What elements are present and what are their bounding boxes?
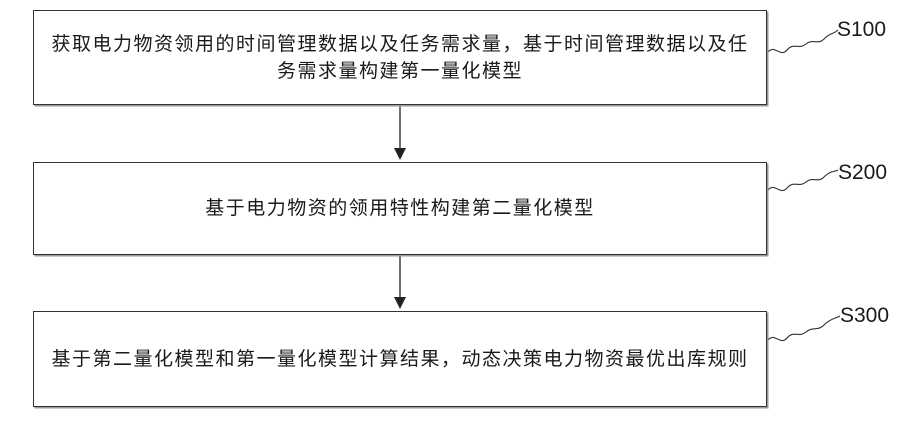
leader-line-s300	[768, 316, 840, 341]
step-text-s300: 基于第二量化模型和第一量化模型计算结果，动态决策电力物资最优出库规则	[41, 346, 758, 373]
step-label-s300: S300	[840, 304, 889, 328]
step-label-s100: S100	[837, 18, 886, 42]
step-text-s100: 获取电力物资领用的时间管理数据以及任务需求量，基于时间管理数据以及任务需求量构建…	[34, 31, 766, 85]
arrow-s100-to-s200	[394, 106, 406, 160]
leader-line-s100	[768, 30, 838, 53]
step-box-s200: 基于电力物资的领用特性构建第二量化模型	[33, 162, 767, 255]
step-box-s300: 基于第二量化模型和第一量化模型计算结果，动态决策电力物资最优出库规则	[33, 311, 767, 407]
arrow-s200-to-s300	[394, 256, 406, 309]
step-text-s200: 基于电力物资的领用特性构建第二量化模型	[195, 195, 605, 222]
step-label-s200: S200	[838, 161, 887, 185]
step-box-s100: 获取电力物资领用的时间管理数据以及任务需求量，基于时间管理数据以及任务需求量构建…	[33, 10, 767, 105]
leader-line-s200	[768, 170, 838, 191]
